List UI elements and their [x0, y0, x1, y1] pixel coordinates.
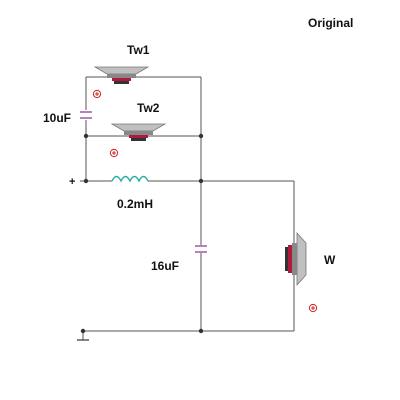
- diagram-title: Original: [308, 16, 353, 30]
- capacitor-c2-label: 16uF: [151, 259, 179, 273]
- node: [198, 178, 204, 184]
- woofer-label: W: [324, 253, 336, 267]
- junction-nodes: [80, 133, 204, 334]
- node: [83, 133, 89, 139]
- polarity-plus-icon: [308, 303, 318, 313]
- speaker-icon: [285, 231, 307, 287]
- tweeter2-label: Tw2: [137, 101, 160, 115]
- capacitor-c1: [80, 111, 92, 119]
- node: [83, 178, 89, 184]
- polarity-plus-icon: [92, 89, 102, 99]
- node: [198, 133, 204, 139]
- wires: [80, 76, 295, 340]
- inductor-l1: [111, 175, 149, 183]
- node: [198, 328, 204, 334]
- speaker-icon: [93, 66, 150, 84]
- capacitor-c1-label: 10uF: [43, 111, 71, 125]
- inductor-label: 0.2mH: [117, 197, 153, 211]
- tweeter1-label: Tw1: [127, 43, 150, 57]
- polarity-plus-icon: [109, 148, 119, 158]
- capacitor-c2: [195, 245, 207, 253]
- input-plus-label: +: [69, 176, 75, 188]
- speaker-icon: [110, 123, 167, 141]
- node: [80, 328, 86, 334]
